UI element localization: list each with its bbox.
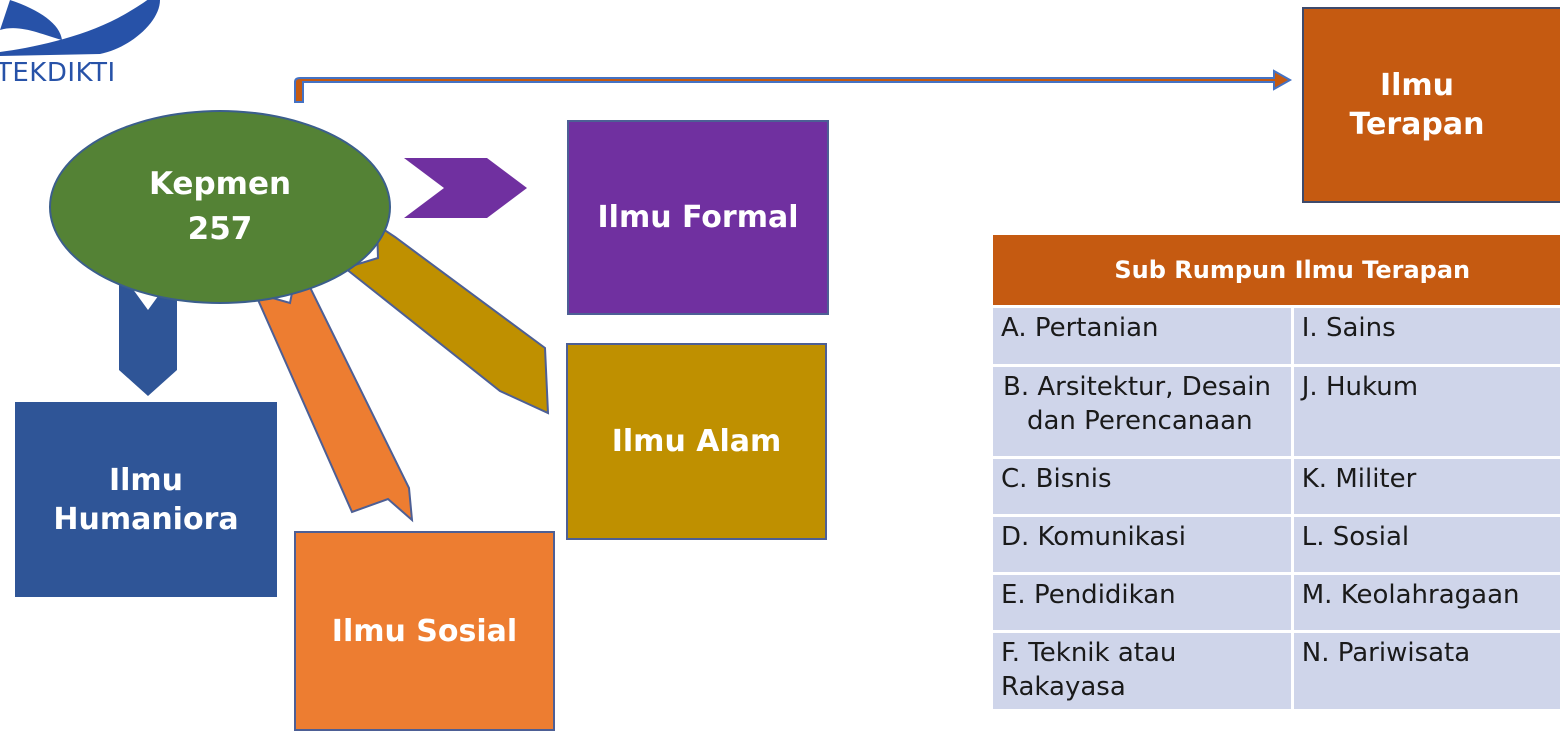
logo-emblem (0, 0, 160, 56)
node-ilmu-terapan-line-2: Terapan (1349, 107, 1485, 142)
table-cell-right: K. Militer (1292, 456, 1560, 516)
table-row: D. Komunikasi L. Sosial (993, 514, 1560, 574)
table-cell-left: E. Pendidikan (993, 572, 1294, 632)
center-line-2: 257 (187, 211, 253, 247)
arrow-to-sosial (253, 259, 414, 523)
node-ilmu-humaniora-line-2: Humaniora (53, 501, 239, 537)
center-node-kepmen: Kepmen 257 (49, 110, 391, 304)
node-ilmu-formal-label: Ilmu Formal (597, 200, 799, 235)
node-ilmu-formal: Ilmu Formal (567, 120, 829, 315)
table-row: A. Pertanian I. Sains (993, 305, 1560, 366)
table-cell-left: D. Komunikasi (993, 514, 1294, 574)
table-row: C. Bisnis K. Militer (993, 456, 1560, 516)
table-cell-left: C. Bisnis (993, 456, 1294, 516)
node-ilmu-alam: Ilmu Alam (566, 343, 827, 540)
logo-text: TEKDIKTI (0, 58, 116, 88)
table-cell-right: L. Sosial (1292, 514, 1560, 574)
table-cell-left: F. Teknik atau Rakayasa (993, 629, 1294, 709)
table-cell-left: A. Pertanian (993, 305, 1294, 366)
node-ilmu-terapan: Ilmu Terapan (1302, 7, 1560, 203)
arrow-to-terapan (294, 69, 1293, 103)
node-ilmu-humaniora-line-1: Ilmu (108, 462, 184, 498)
arrow-to-alam (342, 223, 550, 415)
node-ilmu-terapan-line-1: Ilmu (1379, 68, 1455, 103)
table-cell-right: N. Pariwisata (1292, 629, 1560, 709)
table-cell-right: M. Keolahragaan (1292, 572, 1560, 632)
arrow-to-humaniora (119, 270, 177, 396)
node-ilmu-alam-label: Ilmu Alam (611, 424, 782, 459)
sub-rumpun-table: Sub Rumpun Ilmu Terapan A. Pertanian I. … (993, 235, 1560, 723)
table-cell-right: J. Hukum (1292, 364, 1560, 458)
table-row: F. Teknik atau Rakayasa N. Pariwisata (993, 629, 1560, 709)
table-row: B. Arsitektur, Desain dan Perencanaan J.… (993, 364, 1560, 458)
node-ilmu-sosial-label: Ilmu Sosial (331, 613, 518, 649)
table-cell-left: B. Arsitektur, Desain dan Perencanaan (993, 364, 1294, 458)
arrow-to-formal (404, 158, 527, 218)
node-ilmu-sosial: Ilmu Sosial (294, 531, 555, 731)
center-line-1: Kepmen (148, 166, 292, 203)
table-row: E. Pendidikan M. Keolahragaan (993, 572, 1560, 632)
node-ilmu-humaniora: Ilmu Humaniora (15, 402, 277, 597)
table-cell-right: I. Sains (1292, 305, 1560, 366)
table-header: Sub Rumpun Ilmu Terapan (993, 235, 1560, 307)
